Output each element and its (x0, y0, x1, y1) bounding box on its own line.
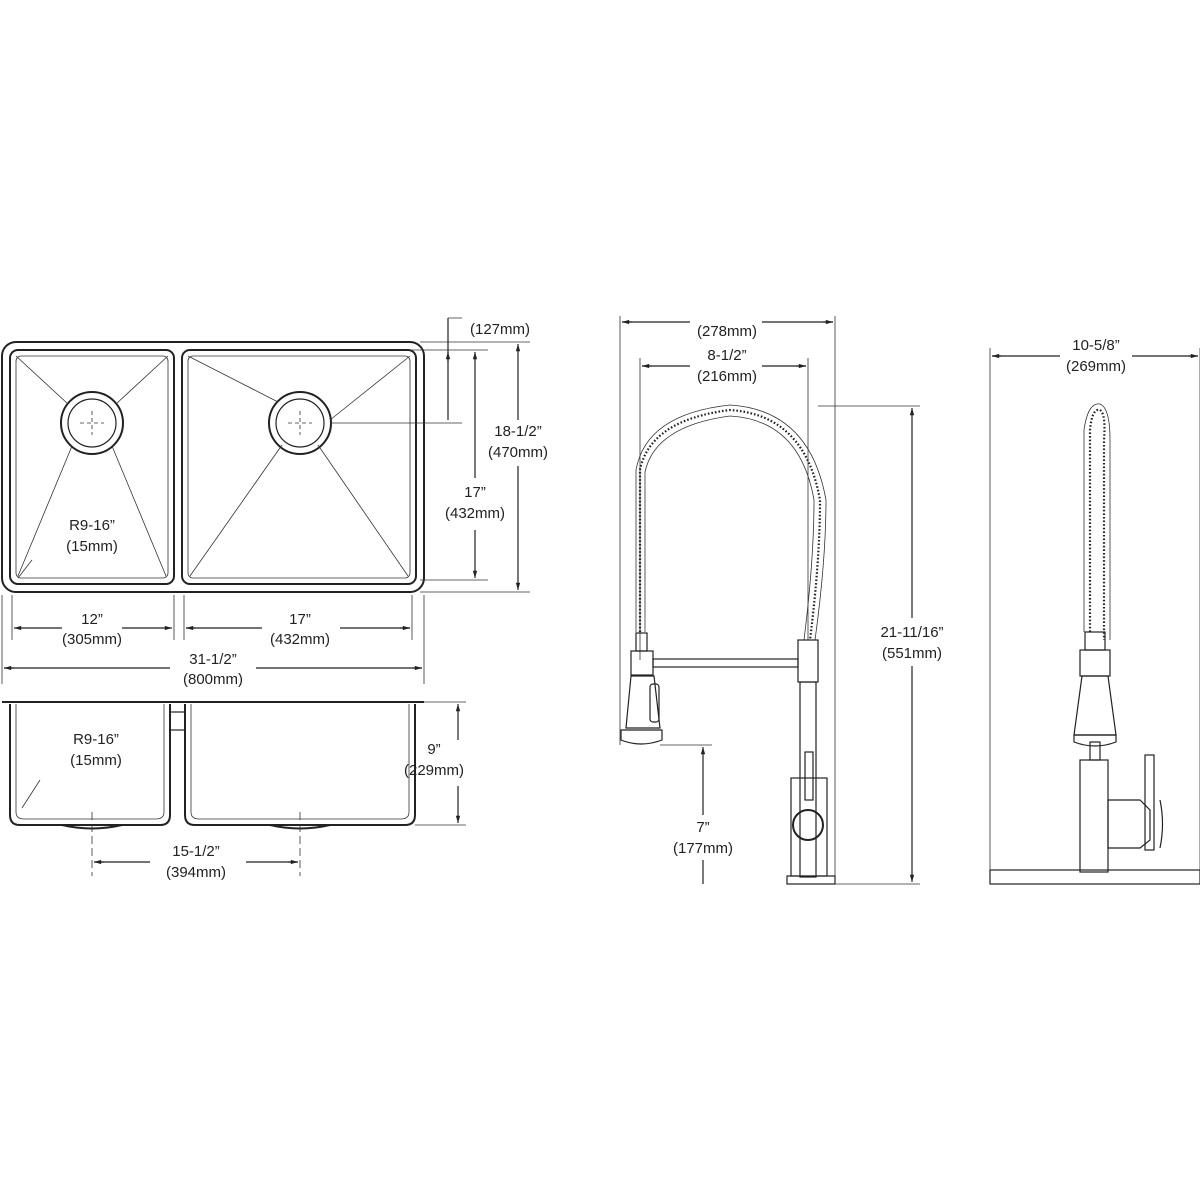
base-width-mm: (269mm) (1066, 358, 1126, 375)
left-bowl-width-mm: (305mm) (62, 631, 122, 648)
base-width-inch: 10-5/8” (1072, 337, 1120, 354)
faucet-front-drawing (989, 403, 1200, 885)
spout-reach-mm: (216mm) (697, 368, 757, 385)
overall-reach-mm: (278mm) (697, 323, 757, 340)
bowl-height-mm: (229mm) (404, 762, 464, 779)
right-drain (187, 355, 411, 577)
drain-spacing-mm: (394mm) (166, 864, 226, 881)
spout-reach-inch: 8-1/2” (707, 347, 746, 364)
sink-front-view: R9-16” (15mm) 9” (229mm) 15-1/2” (394mm) (2, 701, 466, 881)
corner-radius-inch: R9-16” (69, 517, 115, 534)
right-bowl-width-inch: 17” (289, 611, 311, 628)
sink-top-view: R9-16” (15mm) 12” (305mm) 17” (432mm) 31… (1, 317, 548, 688)
spout-height-mm: (177mm) (673, 840, 733, 857)
front-corner-radius-mm: (15mm) (70, 752, 122, 769)
overall-width-mm: (800mm) (183, 671, 243, 688)
faucet-side-view: (278mm) 8-1/2” (216mm) 7” (177mm) (619, 316, 944, 885)
bowl-depth-mm: (432mm) (445, 505, 505, 522)
overall-depth-mm: (470mm) (488, 444, 548, 461)
spout-height-inch: 7” (696, 819, 709, 836)
overall-depth-inch: 18-1/2” (494, 423, 542, 440)
overall-height-inch: 21-11/16” (880, 624, 943, 641)
front-corner-radius-inch: R9-16” (73, 731, 119, 748)
faucet-front-view: 10-5/8” (269mm) (989, 337, 1200, 885)
overall-width-inch: 31-1/2” (189, 651, 237, 668)
drain-offset-mm: (127mm) (470, 321, 530, 338)
bowl-depth-inch: 17” (464, 484, 486, 501)
faucet-side-drawing (620, 404, 836, 885)
right-bowl-width-mm: (432mm) (270, 631, 330, 648)
overall-height-mm: (551mm) (882, 645, 942, 662)
bowl-height-inch: 9” (427, 741, 440, 758)
left-drain (15, 355, 169, 577)
corner-radius-mm: (15mm) (66, 538, 118, 555)
left-bowl-width-inch: 12” (81, 611, 103, 628)
drain-spacing-inch: 15-1/2” (172, 843, 220, 860)
